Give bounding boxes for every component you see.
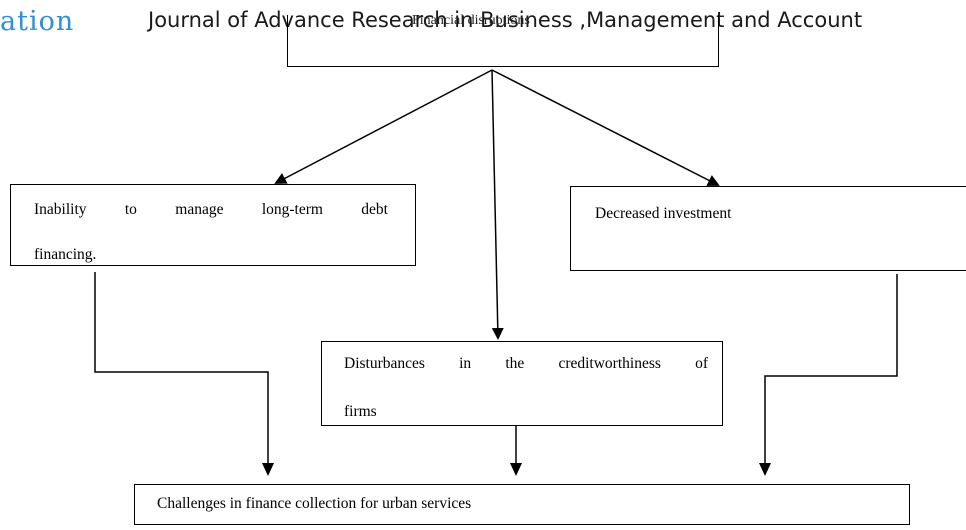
node-creditworthiness-line1: Disturbances in the creditworthiness of	[344, 355, 708, 373]
word: of	[695, 355, 708, 372]
arrow-root-to-left	[274, 69, 493, 184]
node-finance-collection-label: Challenges in finance collection for urb…	[157, 495, 472, 512]
journal-title: Journal of Advance Research in Business …	[148, 8, 863, 32]
word: Inability	[34, 201, 87, 218]
arrowhead-right-bottom	[759, 463, 771, 476]
node-financial-disruptions: Financial disruptions	[287, 13, 719, 67]
word: Disturbances	[344, 355, 425, 372]
arrow-root-to-middle	[491, 69, 504, 340]
arrowhead-left-bottom	[262, 463, 274, 476]
connector-left-to-bottom	[94, 272, 269, 468]
arrowhead-middle-bottom	[510, 463, 522, 476]
word: long-term	[261, 201, 323, 218]
word: debt	[361, 201, 388, 218]
node-long-term-debt-line2: financing.	[34, 246, 97, 263]
node-creditworthiness-line2: firms	[344, 403, 377, 420]
word: the	[505, 355, 525, 372]
node-long-term-debt-line1: Inability to manage long-term debt	[34, 201, 388, 219]
node-decreased-investment-label: Decreased investment	[595, 205, 732, 222]
arrow-root-to-right	[491, 69, 720, 186]
word: in	[459, 355, 472, 372]
word: to	[124, 201, 137, 218]
word: manage	[175, 201, 224, 218]
word: creditworthiness	[558, 355, 661, 372]
node-creditworthiness: Disturbances in the creditworthiness of …	[321, 341, 723, 426]
node-long-term-debt: Inability to manage long-term debt finan…	[10, 184, 416, 266]
node-financial-disruptions-label: Financial disruptions	[412, 13, 530, 28]
node-decreased-investment: Decreased investment	[570, 186, 966, 271]
connector-right-to-bottom	[764, 274, 898, 468]
journal-logo-text: ation	[0, 6, 75, 37]
node-finance-collection: Challenges in finance collection for urb…	[134, 484, 910, 525]
